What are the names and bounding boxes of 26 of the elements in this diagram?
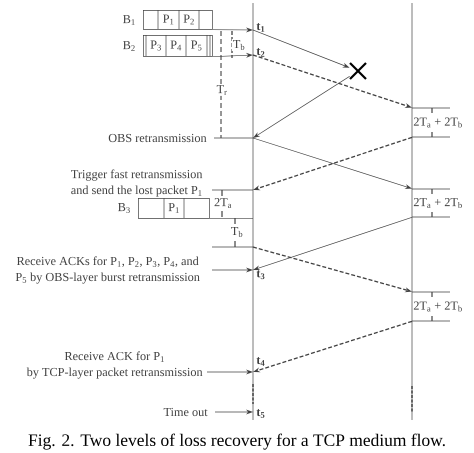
lost-packet-cross xyxy=(348,62,368,80)
dimension-label: T$_{r}$ xyxy=(216,84,228,96)
time-label: t$_{3}$ xyxy=(256,270,264,280)
event-label: OBS retransmission xyxy=(108,134,206,142)
dimension-label: 2T$_{a}$ xyxy=(213,197,233,209)
burst-label: B$_{2}$ xyxy=(123,41,135,51)
time-label: t$_{2}$ xyxy=(256,48,264,57)
interval-band: 2T$_{a}$ + 2T$_{b}$ xyxy=(412,188,462,218)
event-label: Trigger fast retransmission and send the lost packet P$_{1}$ xyxy=(71,169,202,197)
burst-box: P$_{1}$ P$_{2}$ xyxy=(143,10,213,30)
time-label: t$_{4}$ xyxy=(256,357,265,366)
event-label: Receive ACK for P$_{1}$ by TCP-layer packet retransmission xyxy=(26,351,202,379)
interval-band: 2T$_{a}$ + 2T$_{b}$ xyxy=(412,291,462,322)
caption: Fig. 2. Two levels of loss recovery for a TCP medium flow. xyxy=(28,434,445,450)
burst-label: B$_{1}$ xyxy=(123,15,135,25)
event-label: Time out xyxy=(164,408,208,416)
time-label: t$_{5}$ xyxy=(256,409,264,418)
interval-band: 2T$_{a}$ + 2T$_{b}$ xyxy=(412,107,462,138)
burst-line xyxy=(209,218,254,220)
dimension-label: T$_{b}$ xyxy=(230,226,244,238)
burst-label: B$_{3}$ xyxy=(118,203,130,213)
time-label: t$_{1}$ xyxy=(256,23,264,32)
burst-box: P$_{3}$ P$_{4}$ P$_{5}$ xyxy=(143,34,213,57)
event-label: Receive ACKs for P$_{1}$, P$_{2}$, P$_{3}$, P$_{4}$, and P$_{5}$ by OBS-layer burst retransmission xyxy=(16,256,200,284)
burst-box: P$_{1}$ xyxy=(138,198,210,219)
dimension-label: T$_{b}$ xyxy=(232,39,246,51)
